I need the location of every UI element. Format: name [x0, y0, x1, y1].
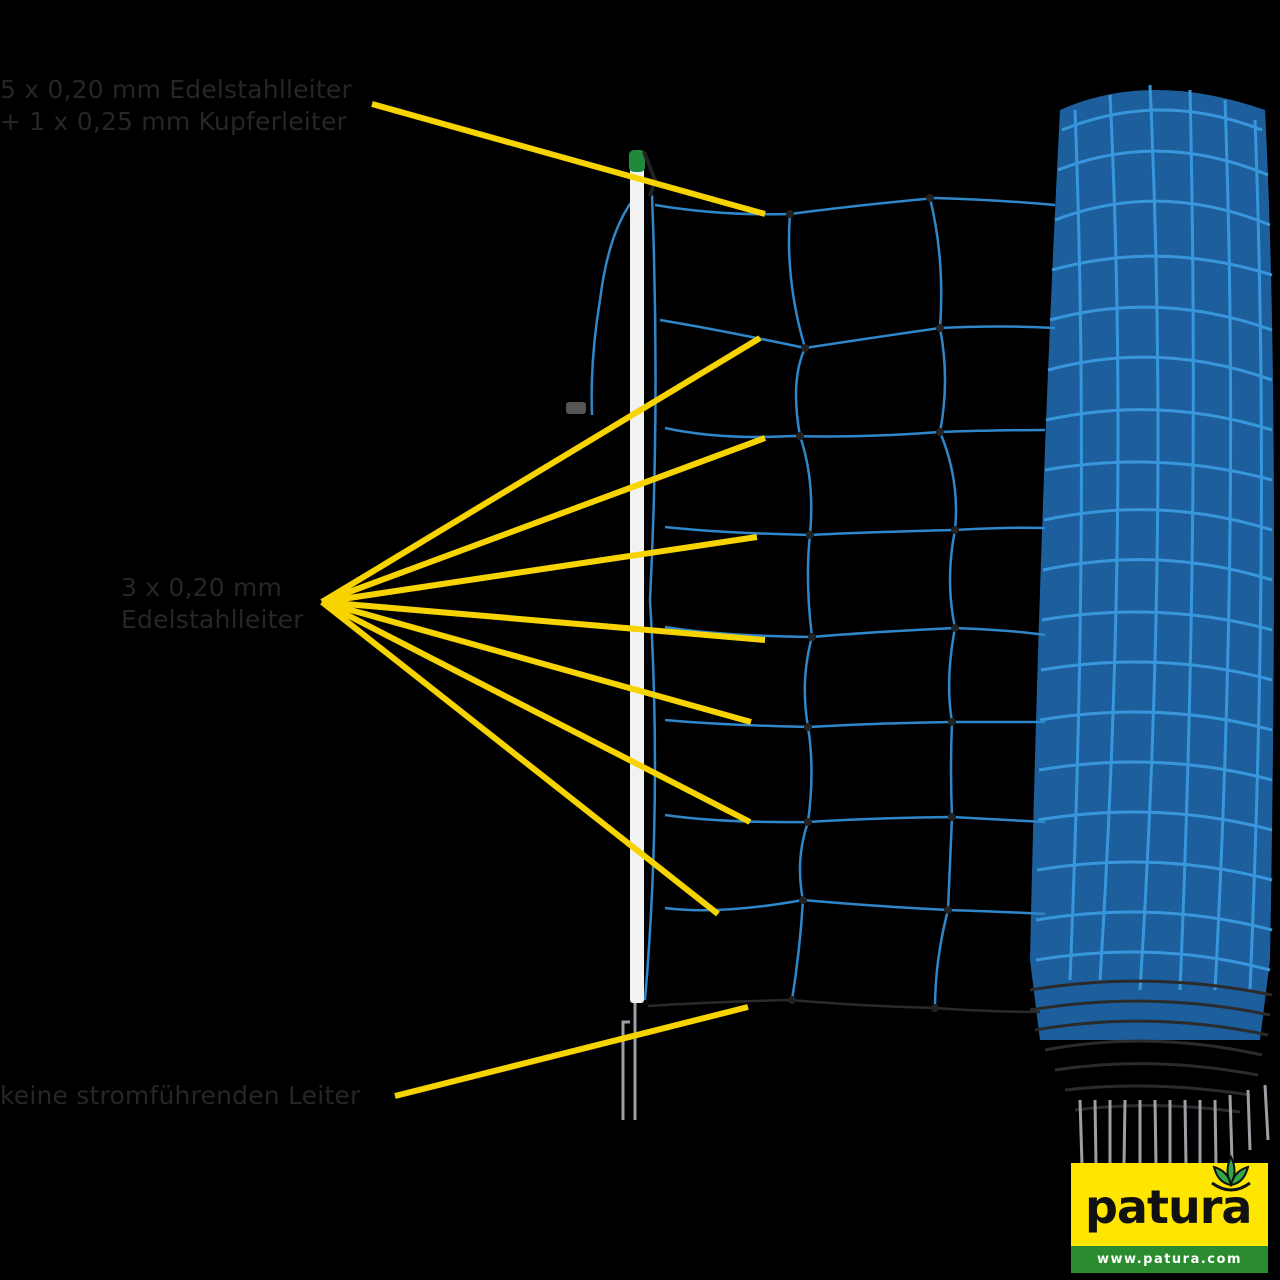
- callout-middle-5: [321, 599, 752, 725]
- label-bottom-no-conductors: keine stromführenden Leiter: [0, 1080, 360, 1112]
- label-bottom-line: keine stromführenden Leiter: [0, 1081, 361, 1110]
- fence-post: [566, 150, 658, 1120]
- rolled-net: [1029, 84, 1274, 1166]
- label-middle-line1: 3 x 0,20 mm: [121, 573, 283, 602]
- patura-logo: patura www.patura.com: [1071, 1154, 1268, 1273]
- leaf-icon: [1211, 1154, 1251, 1192]
- label-middle-line2: Edelstahlleiter: [121, 605, 304, 634]
- label-top-line2: + 1 x 0,25 mm Kupferleiter: [0, 107, 348, 136]
- label-middle-conductors: 3 x 0,20 mm Edelstahlleiter: [121, 572, 304, 636]
- callout-middle-4: [321, 599, 766, 643]
- callout-middle-7: [320, 599, 720, 917]
- label-top-line1: 5 x 0,20 mm Edelstahlleiter: [0, 75, 352, 104]
- callout-middle-6: [320, 599, 752, 825]
- net-grid: [590, 189, 1056, 1014]
- label-top-conductors: 5 x 0,20 mm Edelstahlleiter + 1 x 0,25 m…: [0, 74, 352, 138]
- callout-bottom: [394, 1004, 749, 1099]
- logo-brand: patura: [1085, 1180, 1252, 1234]
- callout-lines: [320, 101, 767, 1099]
- logo-url: www.patura.com: [1097, 1252, 1242, 1267]
- callout-middle-3: [321, 534, 758, 605]
- callout-middle-2: [320, 435, 767, 605]
- callout-top: [371, 101, 766, 217]
- callout-middle-1: [320, 335, 762, 605]
